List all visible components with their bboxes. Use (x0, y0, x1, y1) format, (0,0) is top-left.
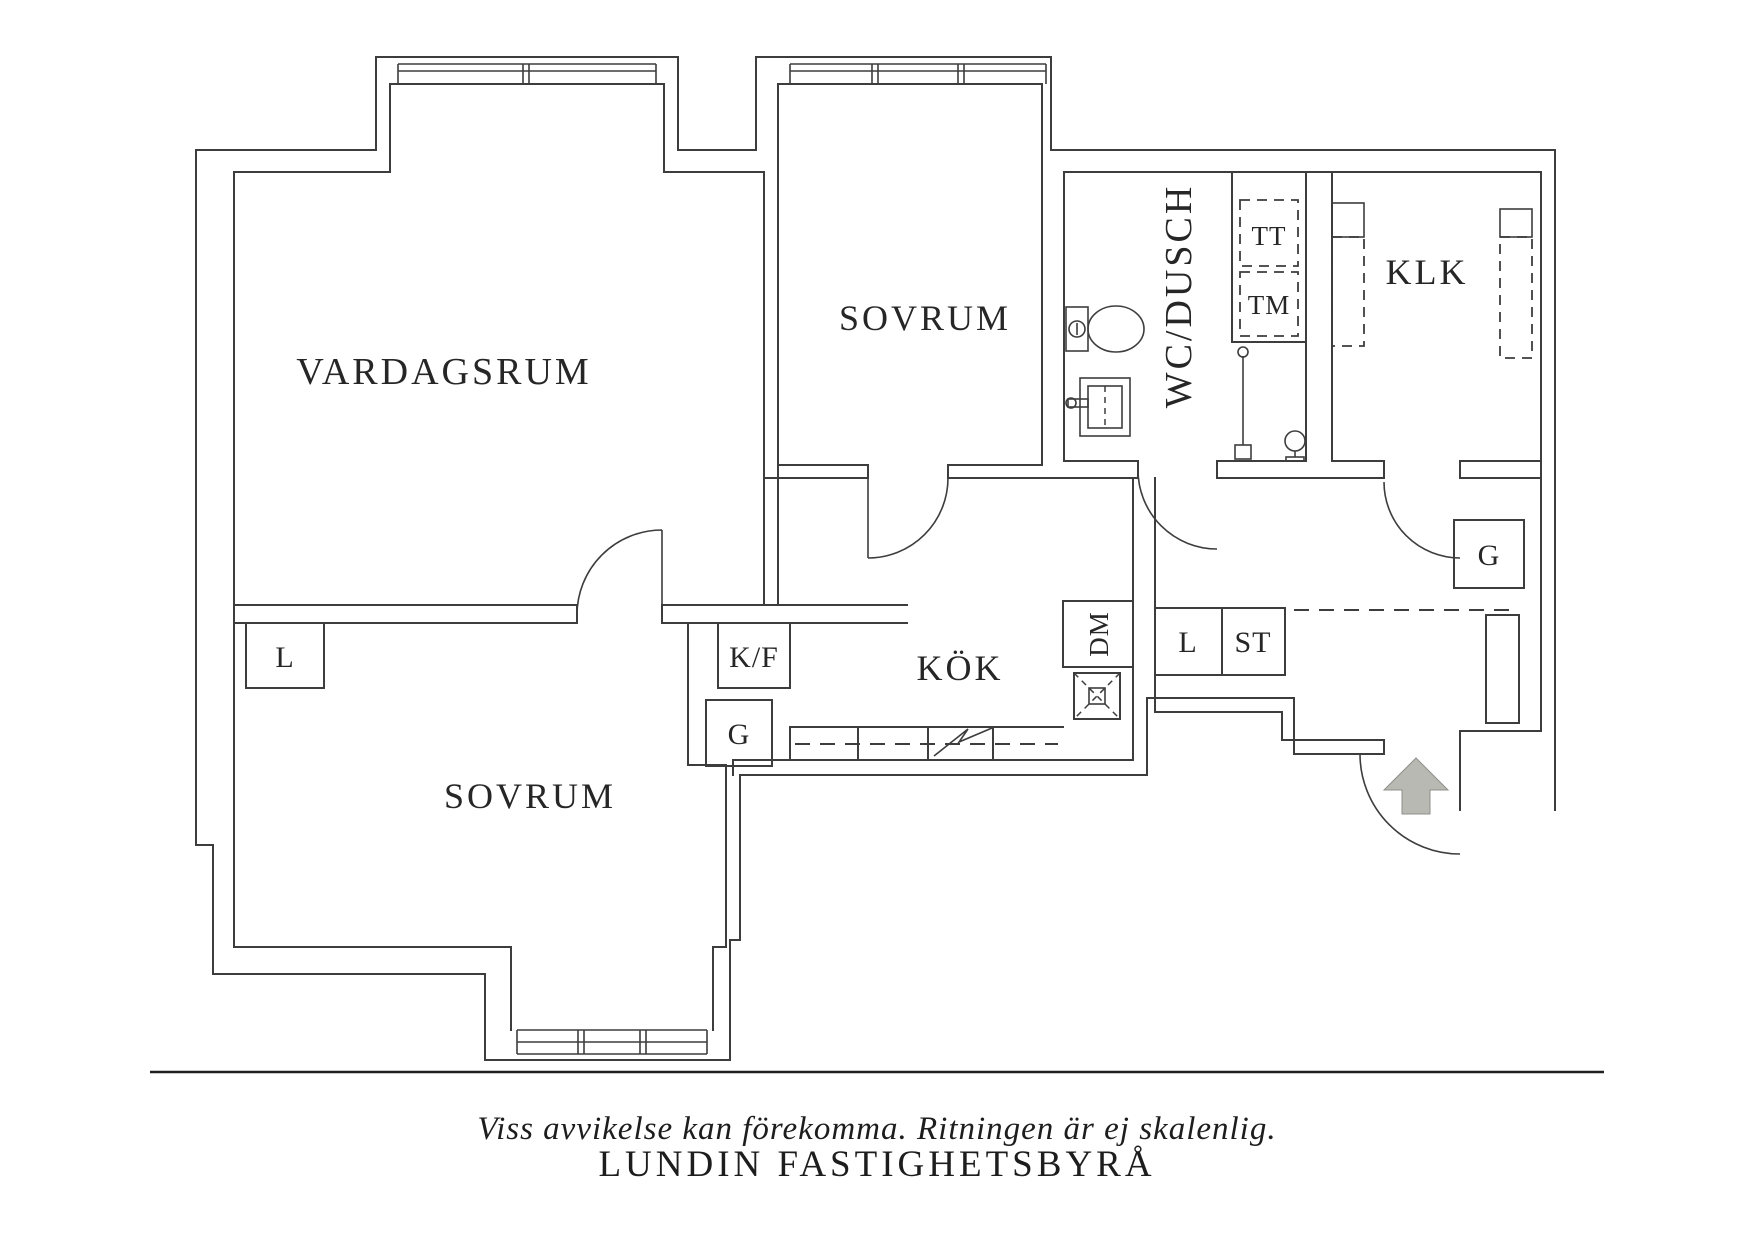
dryer-label: TT (1252, 221, 1287, 251)
wardrobe-box-hall (1453, 519, 1525, 589)
hall-fixtures (245, 202, 1533, 815)
wardrobe-kitchen-label: G (728, 718, 751, 751)
window-bedroom-top (789, 63, 1047, 84)
footer-brand: LUNDIN FASTIGHETSBYRÅ (598, 1144, 1155, 1185)
dishwasher-box (1062, 600, 1134, 668)
wardrobe-hall-label: G (1478, 539, 1501, 572)
room-labels: VARDAGSRUM SOVRUM SOVRUM KÖK WC/DUSCH KL… (296, 184, 1469, 816)
storage-box (1221, 607, 1286, 676)
linen-closet-bedroom-label: L (275, 641, 294, 674)
kitchen-fixtures (705, 600, 1134, 767)
floor-drain-icon (1284, 430, 1306, 462)
washbasin-icon (1065, 377, 1131, 437)
toilet-icon (1065, 305, 1145, 353)
klk-wardrobes (1331, 202, 1533, 359)
exterior-walls (195, 56, 1556, 1061)
living-room-label: VARDAGSRUM (296, 351, 591, 393)
dishwasher-label: DM (1084, 611, 1114, 657)
entrance-arrow-icon (1382, 757, 1450, 815)
fridge-freezer-box (717, 622, 791, 689)
door-arc-bedroom-top (867, 477, 949, 559)
fridge-freezer-label: K/F (729, 641, 779, 674)
shower-rail-icon (1234, 346, 1252, 460)
bathroom-fixtures (1065, 171, 1307, 462)
bedroom-bottom-label: SOVRUM (444, 776, 616, 816)
linen-closet-box-bedroom (245, 622, 325, 689)
window-bedroom-bottom (516, 1029, 708, 1055)
fixture-labels: K/F G DM L L ST G TT TM (275, 221, 1501, 751)
washer-box (1239, 271, 1299, 337)
door-arc-bathroom (1137, 469, 1218, 550)
door-arc-walk-in-closet (1383, 481, 1461, 559)
windows (397, 63, 1047, 1055)
footer-disclaimer: Viss avvikelse kan förekomma. Ritningen … (477, 1111, 1276, 1147)
storage-label: ST (1234, 626, 1271, 659)
linen-closet-hall-label: L (1178, 626, 1197, 659)
kitchen-label: KÖK (917, 648, 1004, 688)
window-living-room (397, 63, 657, 84)
doors (576, 469, 1461, 855)
laundry-shaft (1231, 171, 1307, 343)
door-arc-entrance (1359, 753, 1461, 855)
footer: Viss avvikelse kan förekomma. Ritningen … (150, 1070, 1604, 1185)
washer-label: TM (1248, 290, 1291, 320)
tall-cabinet (1485, 614, 1520, 724)
bathroom-label: WC/DUSCH (1158, 184, 1200, 409)
klk-label: KLK (1386, 252, 1469, 292)
wardrobe-box-kitchen (705, 699, 773, 767)
kitchen-sink-icon (1073, 672, 1121, 720)
interior-walls (233, 83, 1542, 1031)
door-arc-living-room (576, 529, 663, 616)
bedroom-top-label: SOVRUM (839, 298, 1011, 338)
stove-icon (933, 727, 993, 757)
dryer-box (1239, 199, 1299, 267)
